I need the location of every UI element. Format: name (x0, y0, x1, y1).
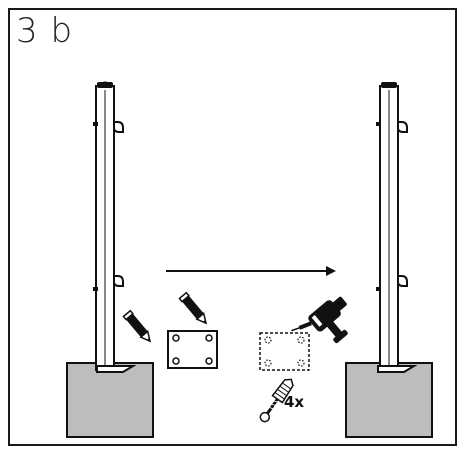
arrow (166, 266, 336, 276)
template-outline (259, 332, 310, 371)
post-left (93, 81, 137, 373)
template-plate (167, 330, 218, 369)
concrete-base-left (66, 362, 154, 438)
anchor-bolt-icon (259, 378, 294, 423)
concrete-base-right (345, 362, 433, 438)
quantity-label: 4x (284, 393, 305, 411)
drill-icon (291, 296, 348, 344)
step-label: 3 b (16, 11, 74, 51)
pencil-icon (178, 291, 208, 325)
pencil-icon (122, 309, 152, 343)
post-right (376, 82, 418, 373)
